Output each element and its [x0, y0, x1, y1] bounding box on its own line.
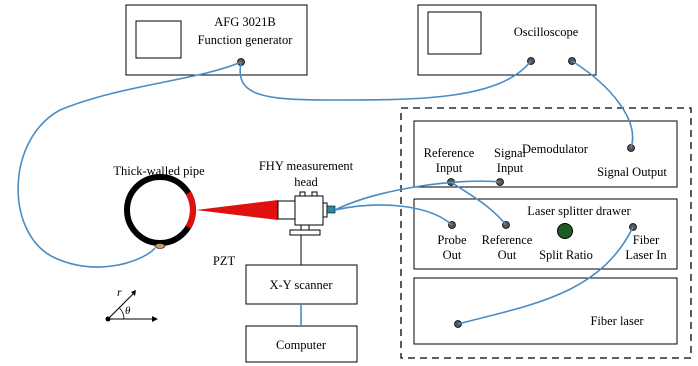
- probe-out-label-2: Out: [443, 248, 462, 262]
- laser-beam: [196, 200, 278, 220]
- pzt-label: PZT: [213, 254, 236, 268]
- origin-dot: [105, 316, 111, 322]
- x-y-scanner-label: X-Y scanner: [269, 278, 333, 292]
- instrument-rack-enclosure: [400, 107, 692, 359]
- oscilloscope-name: Oscilloscope: [514, 25, 579, 39]
- fiber-laser-box: [413, 277, 678, 345]
- head-to-probe-out-fiber: [334, 204, 453, 226]
- signal-output-label: Signal Output: [597, 165, 667, 179]
- demodulator-title: Demodulator: [522, 142, 589, 156]
- radial-axis-arrowhead: [131, 290, 136, 296]
- thick-walled-pipe: Thick-walled pipe PZT: [113, 164, 235, 268]
- fiber-laser-title: Fiber laser: [590, 314, 644, 328]
- reference-out-label-2: Out: [498, 248, 517, 262]
- computer-box: [245, 325, 358, 363]
- head-mount: [289, 229, 321, 236]
- theta-symbol: θ: [125, 305, 131, 317]
- reference-out-label-1: Reference: [482, 233, 533, 247]
- function-generator: AFG 3021B Function generator: [125, 4, 308, 76]
- head-fiber-port: [326, 205, 336, 214]
- head-body: [294, 195, 324, 226]
- radial-axis: [107, 293, 134, 320]
- coordinate-indicator: r θ: [105, 285, 158, 322]
- theta-arc: [119, 307, 125, 320]
- signal-input-label-1: Signal: [494, 146, 526, 160]
- oscilloscope-screen: [427, 11, 482, 55]
- pipe-cross-section: [124, 174, 196, 246]
- theta-axis-arrowhead: [152, 316, 158, 322]
- computer: Computer: [245, 325, 358, 363]
- head-lens: [277, 200, 296, 220]
- x-y-scanner: X-Y scanner: [245, 264, 358, 305]
- head-knob-right: [311, 191, 318, 197]
- demodulator-to-oscilloscope-cable: [571, 60, 634, 149]
- head-title-2: head: [294, 175, 318, 189]
- probe-out-label-1: Probe: [437, 233, 467, 247]
- fiber-laser-in-label-1: Fiber: [633, 233, 660, 247]
- head-connector: [322, 202, 328, 218]
- oscilloscope: Oscilloscope: [417, 4, 597, 76]
- fiber-laser-in-label-2: Laser In: [625, 248, 667, 262]
- split-ratio-knob: [557, 223, 573, 239]
- laser-splitter-title: Laser splitter drawer: [527, 204, 631, 218]
- function-generator-screen: [135, 20, 182, 59]
- head-knob-left: [299, 191, 306, 197]
- x-y-scanner-box: [245, 264, 358, 305]
- head-post: [300, 224, 310, 231]
- function-generator-to-oscilloscope-cable: [239, 60, 532, 101]
- laser-spot-on-pipe: [185, 191, 196, 229]
- radial-symbol: r: [117, 285, 122, 299]
- head-to-signal-input-fiber: [334, 180, 501, 211]
- computer-label: Computer: [276, 338, 327, 352]
- demodulator: Demodulator Reference Input Signal Input…: [413, 120, 678, 188]
- function-generator-name: Function generator: [198, 33, 294, 47]
- reference-input-label-1: Reference: [424, 146, 475, 160]
- fiber-laser: Fiber laser: [413, 277, 678, 345]
- reference-input-label-2: Input: [436, 161, 463, 175]
- demodulator-box: [413, 120, 678, 188]
- head-title-1: FHY measurement: [259, 159, 354, 173]
- pzt-transducer: [154, 243, 166, 249]
- reference-out-to-reference-input-fiber: [450, 181, 507, 226]
- function-generator-model: AFG 3021B: [214, 15, 275, 29]
- laser-splitter-box: [413, 198, 678, 270]
- fhy-measurement-head: FHY measurement head: [259, 159, 354, 236]
- signal-input-label-2: Input: [497, 161, 524, 175]
- split-ratio-label: Split Ratio: [539, 248, 593, 262]
- function-generator-to-pzt-cable: [17, 61, 242, 268]
- pipe-title: Thick-walled pipe: [113, 164, 205, 178]
- laser-splitter-drawer: Laser splitter drawer Probe Out Referenc…: [413, 198, 678, 270]
- fiber-laser-to-splitter-fiber: [457, 226, 634, 325]
